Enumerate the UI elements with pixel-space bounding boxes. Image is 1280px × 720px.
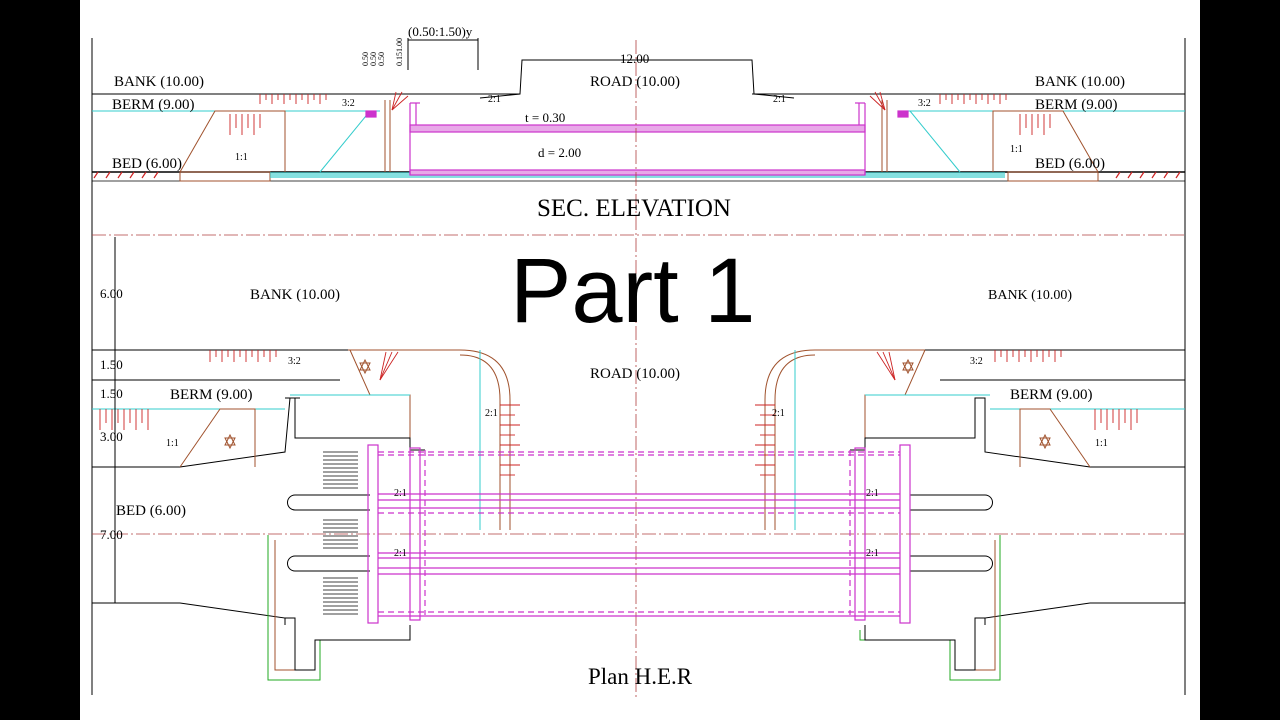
- plan-slope-3-2-right: 3:2: [970, 356, 983, 367]
- plan-slope-2-1-inlet-b: 2:1: [394, 548, 407, 559]
- section-small-dim-5: 0.50: [377, 52, 386, 66]
- section-elevation: [92, 38, 1185, 700]
- section-slope-2-1-left: 2:1: [488, 94, 501, 105]
- plan-slope-1-1-left: 1:1: [166, 438, 179, 449]
- plan-view: [92, 237, 1185, 681]
- plan-dim-1-5-a: 1.50: [100, 357, 123, 372]
- section-bed-left: BED (6.00): [112, 156, 182, 172]
- plan-slope-1-1-right: 1:1: [1095, 438, 1108, 449]
- section-berm-right: BERM (9.00): [1035, 97, 1118, 113]
- plan-slope-3-2-left: 3:2: [288, 356, 301, 367]
- cad-drawing: BANK (10.00) BANK (10.00) BERM (9.00) BE…: [91, 24, 1186, 700]
- section-thickness: t = 0.30: [525, 110, 565, 125]
- plan-slope-2-1-right: 2:1: [772, 408, 785, 419]
- section-small-dim-3: 0.50: [361, 52, 370, 66]
- section-slope-3-2-left: 3:2: [342, 98, 355, 109]
- plan-bed-left: BED (6.00): [116, 503, 186, 519]
- section-depth: d = 2.00: [538, 145, 581, 160]
- plan-labels: BANK (10.00) BANK (10.00) ROAD (10.00) B…: [100, 286, 1108, 689]
- plan-slope-2-1-left: 2:1: [485, 408, 498, 419]
- section-slope-1-1-right: 1:1: [1010, 144, 1023, 155]
- section-bed-right: BED (6.00): [1035, 156, 1105, 172]
- plan-dim-1-5-b: 1.50: [100, 386, 123, 401]
- section-berm-left: BERM (9.00): [112, 97, 195, 113]
- section-slope-1-1-left: 1:1: [235, 152, 248, 163]
- plan-bank-left: BANK (10.00): [250, 287, 340, 303]
- drawing-sheet: BANK (10.00) BANK (10.00) BERM (9.00) BE…: [80, 0, 1200, 720]
- section-slope-3-2-right: 3:2: [918, 98, 931, 109]
- plan-title: Plan H.E.R: [588, 664, 693, 689]
- section-bank-right: BANK (10.00): [1035, 74, 1125, 90]
- plan-dim-6: 6.00: [100, 286, 123, 301]
- section-small-dim-4: 0.50: [369, 52, 378, 66]
- plan-slope-2-1-outlet-b: 2:1: [866, 548, 879, 559]
- section-small-dim-2: 1.00: [395, 38, 404, 52]
- section-labels: BANK (10.00) BANK (10.00) BERM (9.00) BE…: [112, 24, 1125, 222]
- plan-bank-right: BANK (10.00): [988, 288, 1072, 303]
- plan-dim-3: 3.00: [100, 429, 123, 444]
- section-small-dim-1: 0.15: [395, 52, 404, 66]
- plan-slope-2-1-outlet-a: 2:1: [866, 488, 879, 499]
- plan-dim-7: 7.00: [100, 527, 123, 542]
- section-road: ROAD (10.00): [590, 74, 680, 90]
- plan-slope-2-1-inlet-a: 2:1: [394, 488, 407, 499]
- overlay-title: Part 1: [510, 240, 755, 342]
- section-side-slope: (0.50:1.50)y: [408, 24, 473, 39]
- section-road-width: 12.00: [620, 51, 649, 66]
- section-bank-left: BANK (10.00): [114, 74, 204, 90]
- section-title: SEC. ELEVATION: [537, 195, 731, 222]
- plan-berm-left: BERM (9.00): [170, 387, 253, 403]
- plan-road: ROAD (10.00): [590, 366, 680, 382]
- section-slope-2-1-right: 2:1: [773, 94, 786, 105]
- plan-berm-right: BERM (9.00): [1010, 387, 1093, 403]
